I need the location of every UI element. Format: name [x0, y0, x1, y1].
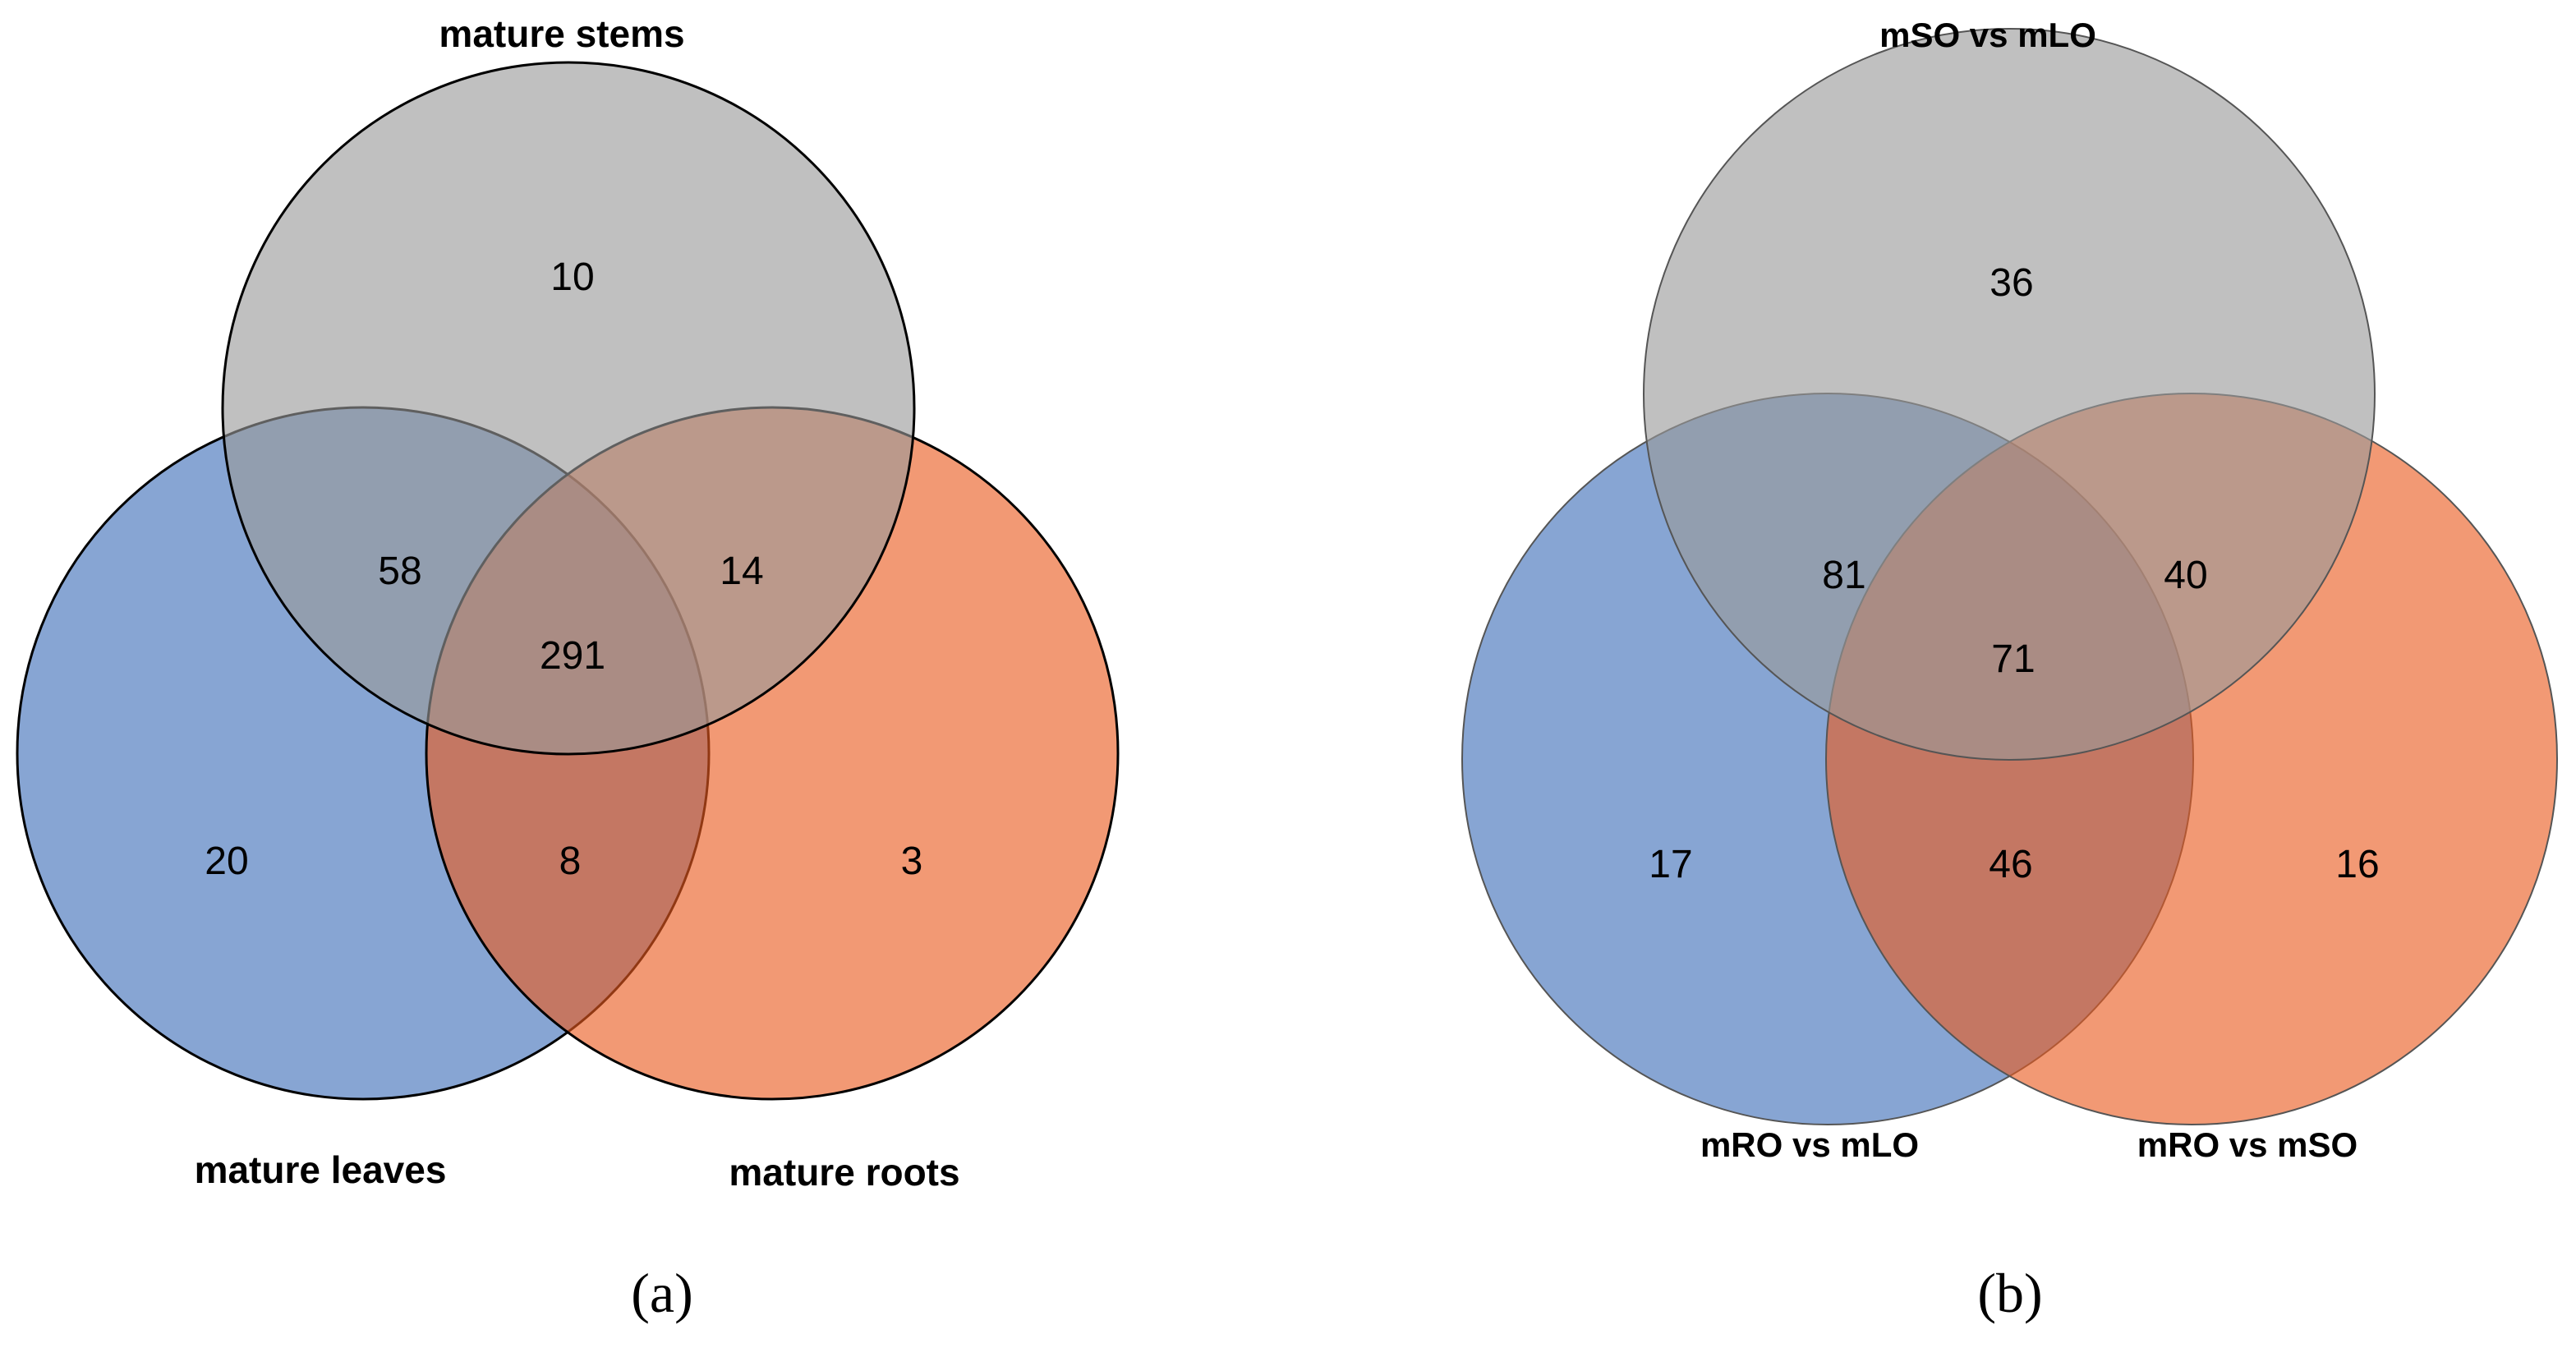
panel-b-top-left-count: 81 — [1822, 554, 1865, 597]
panel-b-caption: (b) — [1977, 1262, 2042, 1324]
panel-a-top-set-label: mature stems — [439, 12, 684, 55]
panel-a-right-only-count: 3 — [901, 840, 923, 883]
panel-a-top-left-count: 58 — [378, 550, 421, 593]
panel-b-all-three-count: 71 — [1991, 637, 2035, 681]
panel-b-left-set-label: mRO vs mLO — [1700, 1125, 1919, 1164]
panel-b: mSO vs mLO mRO vs mLO mRO vs mSO 36 81 4… — [1461, 16, 2558, 1324]
panel-b-top-only-count: 36 — [1990, 261, 2033, 305]
panel-b-right-set-label: mRO vs mSO — [2137, 1125, 2358, 1164]
panel-a: mature stems mature leaves mature roots … — [16, 12, 1120, 1324]
panel-b-top-circle — [1643, 28, 2376, 761]
panel-a-left-set-label: mature leaves — [195, 1148, 447, 1191]
panel-a-caption: (a) — [631, 1262, 692, 1324]
panel-b-top-set-label: mSO vs mLO — [1879, 16, 2096, 54]
panel-b-top-right-count: 40 — [2164, 554, 2207, 597]
panel-a-top-right-count: 14 — [720, 550, 763, 593]
panel-a-top-only-count: 10 — [550, 255, 594, 299]
panel-a-left-only-count: 20 — [205, 840, 248, 883]
panel-b-left-only-count: 17 — [1649, 843, 1692, 886]
panel-a-all-three-count: 291 — [540, 634, 605, 678]
panel-b-left-right-count: 46 — [1989, 843, 2032, 886]
panel-a-top-circle — [221, 61, 916, 756]
panel-b-right-only-count: 16 — [2335, 843, 2379, 886]
panel-a-right-set-label: mature roots — [729, 1151, 959, 1194]
panel-a-left-right-count: 8 — [559, 840, 582, 883]
